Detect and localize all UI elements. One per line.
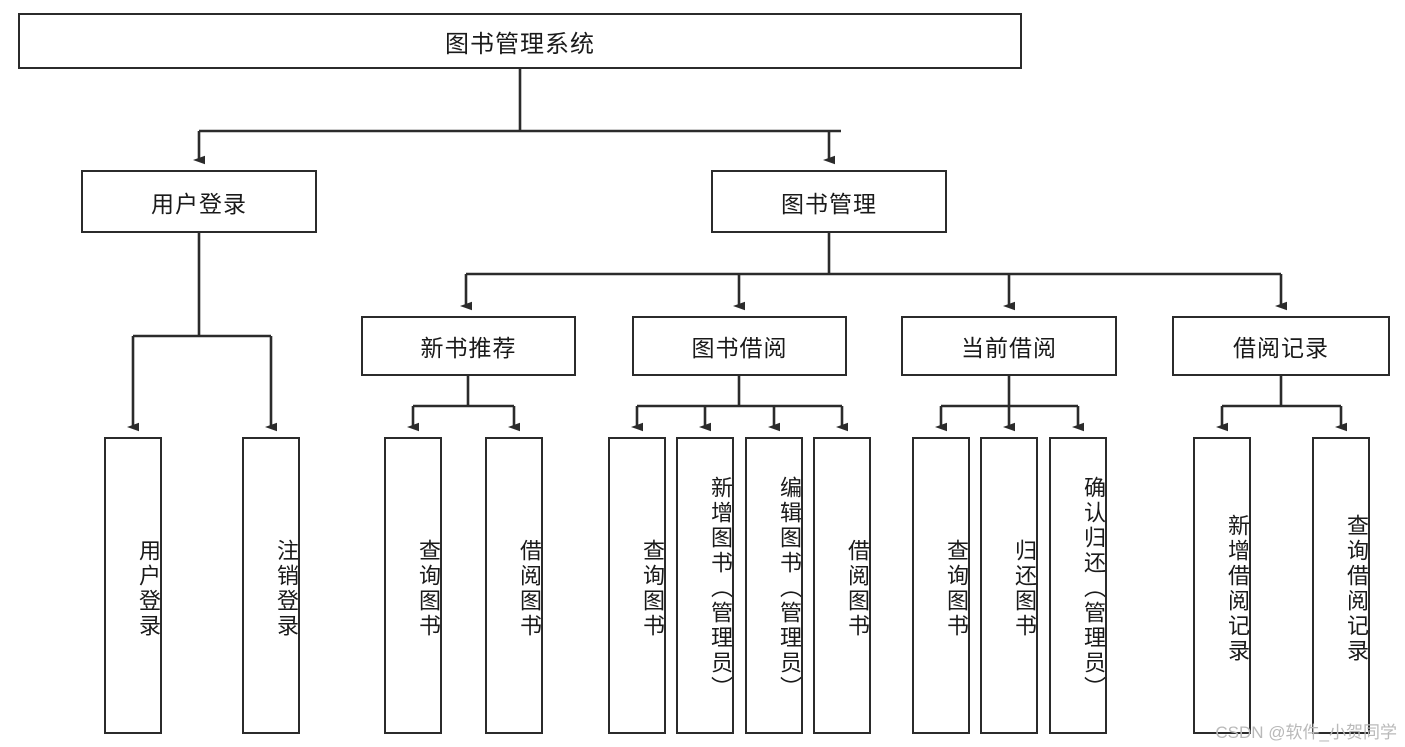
leaf-label: 查询图书 (640, 538, 665, 639)
leaf-current-query-book[interactable]: 查询图书 (912, 437, 970, 734)
leaf-label: 注销登录 (274, 538, 299, 639)
leaf-current-return-book[interactable]: 归还图书 (980, 437, 1038, 734)
node-borrow-record[interactable]: 借阅记录 (1172, 316, 1390, 376)
leaf-record-add-record[interactable]: 新增借阅记录 (1193, 437, 1251, 734)
leaf-recommend-query-book[interactable]: 查询图书 (384, 437, 442, 734)
leaf-borrow-query-book[interactable]: 查询图书 (608, 437, 666, 734)
leaf-borrow-edit-book-admin[interactable]: 编辑图书（管理员） (745, 437, 803, 734)
leaf-label: 查询图书 (416, 538, 441, 639)
leaf-label: 查询借阅记录 (1344, 513, 1369, 664)
leaf-label: 确认归还（管理员） (1081, 476, 1106, 701)
node-current-borrow[interactable]: 当前借阅 (901, 316, 1117, 376)
leaf-label: 归还图书 (1012, 538, 1037, 639)
leaf-borrow-add-book-admin[interactable]: 新增图书（管理员） (676, 437, 734, 734)
node-book-management[interactable]: 图书管理 (711, 170, 947, 233)
leaf-label: 编辑图书（管理员） (777, 476, 802, 701)
leaf-borrow-borrow-book[interactable]: 借阅图书 (813, 437, 871, 734)
node-book-borrow[interactable]: 图书借阅 (632, 316, 847, 376)
leaf-recommend-borrow-book[interactable]: 借阅图书 (485, 437, 543, 734)
leaf-label: 借阅图书 (845, 538, 870, 639)
node-user-login[interactable]: 用户登录 (81, 170, 317, 233)
watermark-text: CSDN @软件_小贺同学 (1215, 723, 1397, 742)
leaf-user-login-logout[interactable]: 注销登录 (242, 437, 300, 734)
leaf-label: 新增借阅记录 (1225, 513, 1250, 664)
leaf-label: 新增图书（管理员） (708, 476, 733, 701)
leaf-user-login-login[interactable]: 用户登录 (104, 437, 162, 734)
leaf-record-query-record[interactable]: 查询借阅记录 (1312, 437, 1370, 734)
leaf-label: 查询图书 (944, 538, 969, 639)
node-new-book-recommend[interactable]: 新书推荐 (361, 316, 576, 376)
leaf-current-confirm-return-admin[interactable]: 确认归还（管理员） (1049, 437, 1107, 734)
node-root-system[interactable]: 图书管理系统 (18, 13, 1022, 69)
leaf-label: 借阅图书 (517, 538, 542, 639)
leaf-label: 用户登录 (136, 538, 161, 639)
